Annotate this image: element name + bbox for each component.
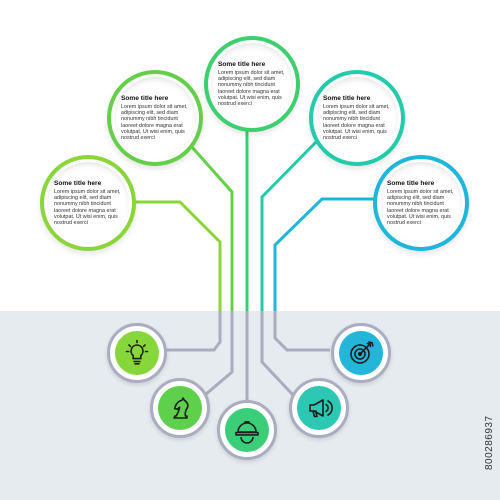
icon-node-1 (107, 323, 167, 383)
connector-bubble-4 (260, 135, 323, 311)
bubble-text: Lorem ipsum dolor sit amet, adipiscing e… (54, 188, 121, 227)
connector-bubble-5 (273, 197, 377, 311)
bubble-text: Lorem ipsum dolor sit amet, adipiscing e… (323, 103, 390, 142)
chess-knight-icon (158, 386, 202, 430)
bubble-title: Some title here (121, 94, 169, 102)
step-bubble-4: Some title here Lorem ipsum dolor sit am… (309, 70, 405, 166)
icon-circle (115, 331, 159, 375)
icon-node-5 (331, 323, 391, 383)
megaphone-icon (297, 386, 341, 430)
connector-icon-5 (273, 311, 330, 352)
icon-circle (297, 386, 341, 430)
icon-circle (225, 408, 269, 452)
icon-node-2 (150, 378, 210, 438)
bubble-title: Some title here (387, 179, 435, 187)
step-bubble-3: Some title here Lorem ipsum dolor sit am… (204, 36, 300, 132)
target-icon (339, 331, 383, 375)
bubble-text: Lorem ipsum dolor sit amet, adipiscing e… (121, 103, 188, 142)
lightbulb-icon (115, 331, 159, 375)
bubble-text: Lorem ipsum dolor sit amet, adipiscing e… (218, 69, 285, 108)
step-bubble-5: Some title here Lorem ipsum dolor sit am… (373, 155, 469, 251)
connector-bubble-2 (181, 136, 234, 311)
stock-image-id: 800286937 (484, 415, 495, 470)
step-bubble-1: Some title here Lorem ipsum dolor sit am… (40, 155, 136, 251)
connector-icon-1 (165, 311, 222, 352)
bubble-title: Some title here (323, 94, 371, 102)
bubble-title: Some title here (54, 179, 102, 187)
bubble-text: Lorem ipsum dolor sit amet, adipiscing e… (387, 188, 454, 227)
step-bubble-2: Some title here Lorem ipsum dolor sit am… (107, 70, 203, 166)
connector-bubble-1 (125, 200, 222, 311)
icon-node-3 (217, 400, 277, 460)
hard-hat-icon (225, 408, 269, 452)
bubble-title: Some title here (218, 60, 266, 68)
icon-node-4 (289, 378, 349, 438)
